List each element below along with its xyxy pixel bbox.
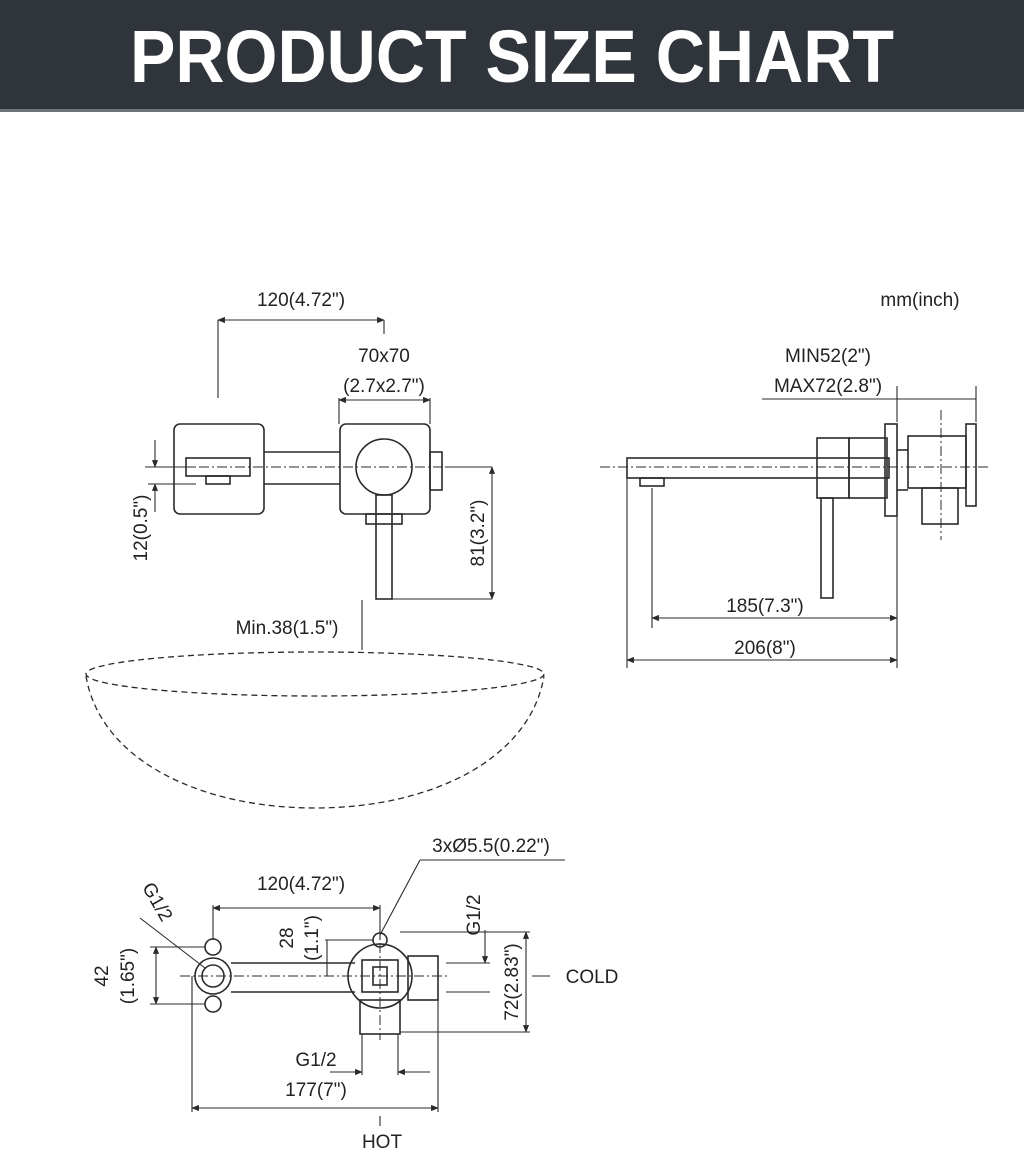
dim-plate-size-inch: (2.7x2.7") xyxy=(343,376,425,397)
dim-min-depth: MIN52(2") xyxy=(785,346,871,367)
dim-overall-width: 177(7") xyxy=(285,1080,347,1101)
valve-view: 3xØ5.5(0.22") 120(4.72") G1/2 28 (1.1") xyxy=(92,836,618,1153)
dim-hole-offset-inch: (1.1") xyxy=(302,915,323,961)
label-inlet-left: G1/2 xyxy=(137,879,176,925)
dim-left-height: 42 xyxy=(92,965,113,986)
dim-spout-offset: 12(0.5") xyxy=(131,495,152,562)
dim-handle-spacing: 120(4.72") xyxy=(257,290,345,311)
units-label: mm(inch) xyxy=(880,290,959,311)
front-view: 120(4.72") 70x70 (2.7x2.7") 12(0.5") 81( xyxy=(85,290,545,809)
label-hot: HOT xyxy=(362,1132,403,1153)
page-title: PRODUCT SIZE CHART xyxy=(129,14,895,98)
dim-port-spacing: 120(4.72") xyxy=(257,874,345,895)
side-view: MIN52(2") MAX72(2.8") 185(7.3") 206(8") xyxy=(600,346,990,668)
dim-spout-reach: 185(7.3") xyxy=(726,596,804,617)
basin-outline xyxy=(85,651,545,697)
dim-handle-height: 81(3.2") xyxy=(468,500,489,567)
dim-hole-offset: 28 xyxy=(277,927,298,948)
spout-side xyxy=(626,457,890,479)
label-inlet-right: G1/2 xyxy=(464,894,485,935)
label-inlet-bottom: G1/2 xyxy=(295,1050,336,1071)
dim-max-depth: MAX72(2.8") xyxy=(774,376,882,397)
spout-plate xyxy=(173,423,265,515)
header-banner: PRODUCT SIZE CHART xyxy=(0,0,1024,112)
lever-handle xyxy=(375,494,393,600)
dim-total-length: 206(8") xyxy=(734,638,796,659)
label-cold: COLD xyxy=(566,967,619,988)
dim-right-height: 72(2.83") xyxy=(502,943,523,1021)
dim-basin-clearance: Min.38(1.5") xyxy=(236,618,339,639)
dim-mount-holes: 3xØ5.5(0.22") xyxy=(432,836,550,857)
dim-plate-size: 70x70 xyxy=(358,346,410,367)
dim-left-height-inch: (1.65") xyxy=(118,948,139,1004)
handle-plate xyxy=(339,423,431,515)
